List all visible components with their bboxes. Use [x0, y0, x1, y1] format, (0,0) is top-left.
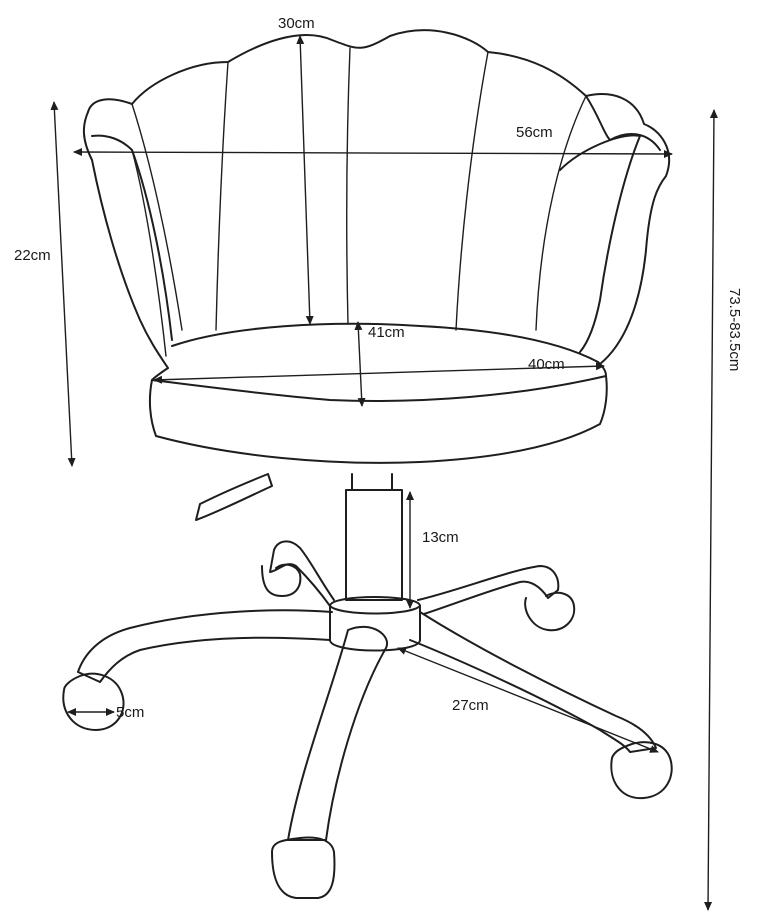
chair-base [62, 540, 673, 899]
label-gas-lift: 13cm [422, 529, 459, 546]
label-backrest-height: 30cm [278, 15, 315, 32]
dimension-labels: 30cm 56cm 22cm 41cm 40cm 73.5-83.5cm 13c… [14, 15, 743, 721]
dim-line-seat-depth [354, 321, 366, 407]
label-caster: 5cm [116, 704, 144, 721]
dimension-lines [50, 35, 718, 911]
chair-backrest [82, 29, 671, 369]
label-total-height: 73.5-83.5cm [726, 288, 743, 371]
label-base-leg: 27cm [452, 697, 489, 714]
dim-line-total-height [704, 109, 718, 911]
dim-line-backrest [296, 35, 314, 325]
dim-line-overall-width [73, 148, 673, 158]
label-seat-depth: 41cm [368, 324, 405, 341]
chair-seat [148, 322, 608, 464]
label-overall-width: 56cm [516, 124, 553, 141]
dim-line-armrest-height [50, 101, 76, 467]
dim-line-seat-width [153, 362, 605, 384]
chair-gas-lift [195, 473, 403, 601]
label-armrest-height: 22cm [14, 247, 51, 264]
label-seat-width: 40cm [528, 356, 565, 373]
dim-line-base-leg [397, 647, 659, 753]
